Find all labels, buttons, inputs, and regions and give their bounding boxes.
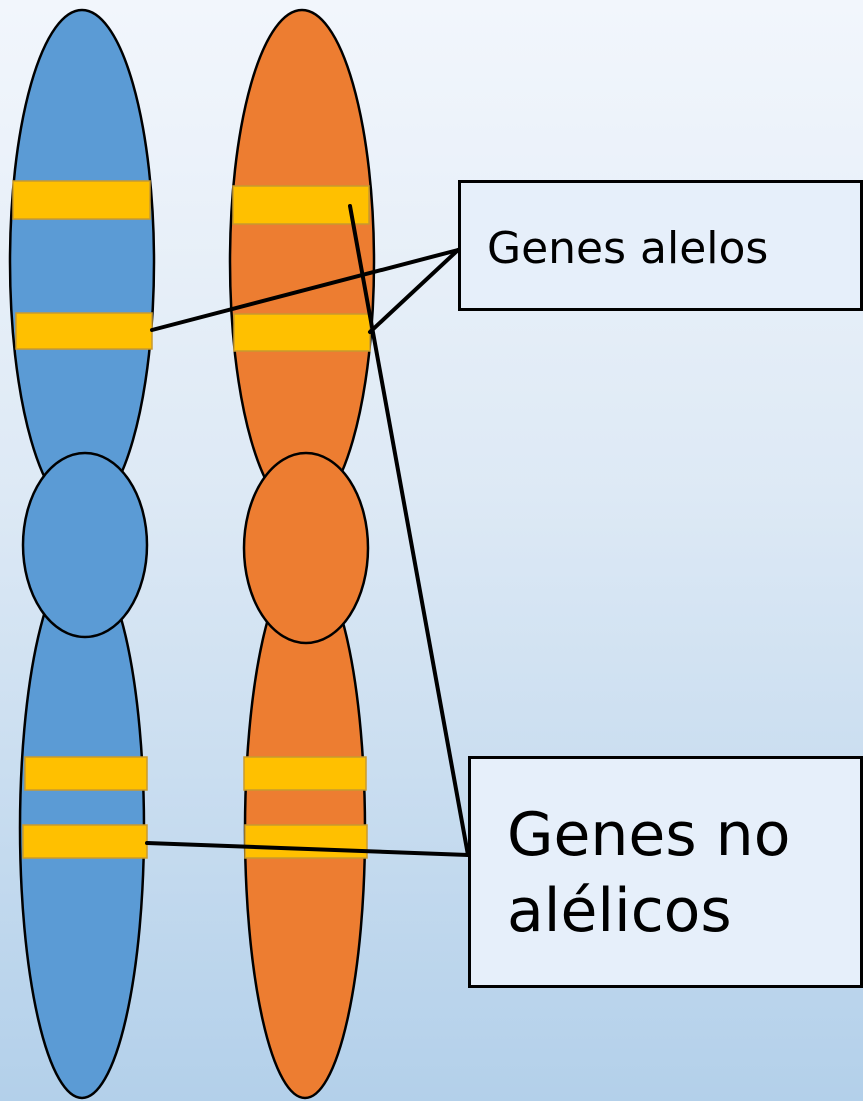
label-genes-alelos-text: Genes alelos <box>487 223 768 274</box>
gene-band-left-1 <box>13 181 150 219</box>
chromosome-right-upper-arm <box>230 10 374 514</box>
label-genes-no-alelicos: Genes no alélicos <box>468 756 863 988</box>
label-genes-alelos: Genes alelos <box>458 180 863 311</box>
gene-band-left-4 <box>23 825 147 858</box>
label-genes-no-alelicos-line2: alélicos <box>507 873 860 949</box>
gene-band-left-3 <box>25 757 147 790</box>
chromosome-left-centromere <box>23 453 147 637</box>
gene-band-right-2 <box>234 314 370 351</box>
chromosome-right <box>230 10 374 1098</box>
chromosome-left <box>10 10 154 1098</box>
gene-band-right-3 <box>244 757 366 790</box>
gene-band-right-4 <box>245 825 367 858</box>
chromosome-right-centromere <box>244 453 368 643</box>
chromosome-left-upper-arm <box>10 10 154 514</box>
gene-band-left-2 <box>16 313 152 349</box>
label-genes-no-alelicos-line1: Genes no <box>507 797 860 873</box>
